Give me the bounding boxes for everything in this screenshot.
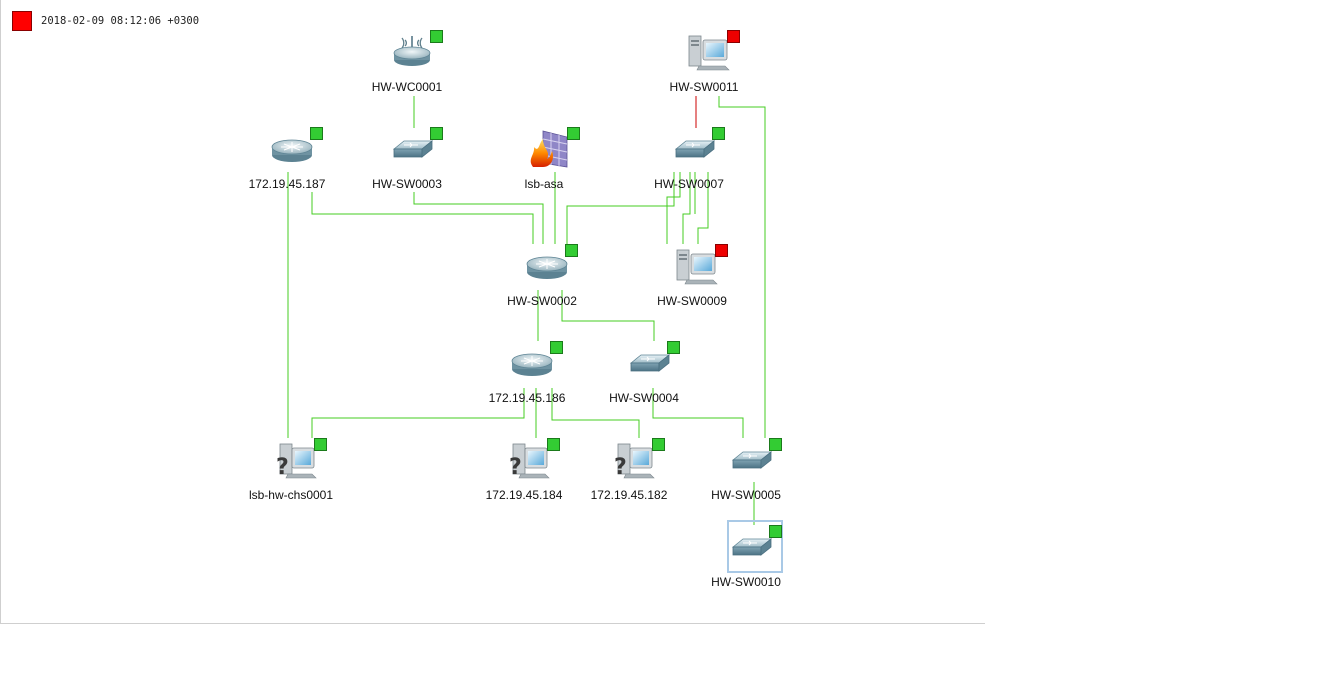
status-indicator	[430, 30, 443, 43]
topology-canvas[interactable]	[0, 0, 985, 624]
node-hw-sw0009[interactable]: HW-SW0009	[653, 244, 733, 316]
node-hw-sw0003[interactable]: HW-SW0003	[368, 127, 448, 199]
workstation-icon	[673, 244, 721, 288]
status-indicator	[430, 127, 443, 140]
router-icon	[523, 244, 571, 288]
node-label: lsb-hw-chs0001	[248, 488, 334, 502]
node-label: lsb-asa	[524, 177, 564, 191]
node-label: HW-SW0007	[654, 177, 724, 191]
link-ip-186-to-lsb-hw-chs0001[interactable]	[311, 388, 525, 438]
link-hw-sw0007-to-hw-sw0009[interactable]	[666, 172, 681, 244]
node-ip-184[interactable]: ? 172.19.45.184	[485, 438, 565, 510]
status-indicator	[565, 244, 578, 257]
node-label: HW-SW0003	[372, 177, 442, 191]
unknown-host-icon: ?	[610, 438, 658, 482]
status-indicator	[550, 341, 563, 354]
switch-icon	[388, 127, 436, 171]
node-lsb-hw-chs0001[interactable]: ? lsb-hw-chs0001	[249, 438, 333, 510]
status-indicator	[567, 127, 580, 140]
status-indicator	[310, 127, 323, 140]
selection-highlight	[727, 520, 783, 573]
node-label: HW-SW0009	[657, 294, 727, 308]
status-indicator	[314, 438, 327, 451]
node-ip-187[interactable]: 172.19.45.187	[248, 127, 328, 199]
unknown-host-icon: ?	[272, 438, 320, 482]
legend-status-swatch	[12, 11, 32, 31]
node-label: HW-SW0010	[711, 575, 781, 589]
link-ip-186-to-ip-182[interactable]	[551, 388, 640, 438]
node-lsb-asa[interactable]: lsb-asa	[505, 127, 585, 199]
node-label: HW-SW0002	[507, 294, 577, 308]
node-hw-sw0004[interactable]: HW-SW0004	[605, 341, 685, 413]
status-indicator	[715, 244, 728, 257]
status-indicator	[547, 438, 560, 451]
status-indicator	[652, 438, 665, 451]
node-hw-sw0002[interactable]: HW-SW0002	[503, 244, 583, 316]
link-ip-187-to-hw-sw0002[interactable]	[311, 192, 534, 244]
node-label: 172.19.45.182	[590, 488, 668, 502]
node-hw-sw0010[interactable]: HW-SW0010	[707, 525, 787, 597]
svg-text:?: ?	[276, 455, 289, 480]
switch-icon	[727, 438, 775, 482]
router-icon	[268, 127, 316, 171]
node-ip-182[interactable]: ? 172.19.45.182	[590, 438, 670, 510]
unknown-host-icon: ?	[505, 438, 553, 482]
workstation-icon	[685, 30, 733, 74]
switch-icon	[625, 341, 673, 385]
node-label: HW-SW0005	[711, 488, 781, 502]
status-indicator	[769, 525, 782, 538]
router-icon	[508, 341, 556, 385]
svg-text:?: ?	[509, 455, 522, 480]
node-ip-186[interactable]: 172.19.45.186	[488, 341, 568, 413]
node-label: HW-WC0001	[371, 80, 443, 94]
link-hw-sw0004-to-hw-sw0005[interactable]	[652, 388, 744, 438]
node-label: HW-SW0004	[609, 391, 679, 405]
link-hw-sw0007-uplink-2[interactable]	[682, 172, 691, 244]
link-hw-sw0007-uplink-3[interactable]	[697, 172, 709, 244]
node-hw-wc0001[interactable]: HW-WC0001	[368, 30, 448, 102]
node-label: 172.19.45.186	[488, 391, 566, 405]
svg-text:?: ?	[614, 455, 627, 480]
node-label: HW-SW0011	[669, 80, 739, 94]
link-hw-sw0011-to-hw-sw0005[interactable]	[718, 96, 766, 438]
link-hw-sw0003-to-hw-sw0002[interactable]	[413, 192, 544, 244]
firewall-icon	[525, 127, 573, 171]
node-hw-sw0011[interactable]: HW-SW0011	[665, 30, 745, 102]
status-indicator	[769, 438, 782, 451]
node-label: 172.19.45.187	[248, 177, 326, 191]
link-hw-sw0002-to-hw-sw0004[interactable]	[561, 290, 655, 341]
node-label: 172.19.45.184	[485, 488, 563, 502]
status-indicator	[667, 341, 680, 354]
node-hw-sw0007[interactable]: HW-SW0007	[650, 127, 730, 199]
link-hw-sw0007-to-hw-sw0002[interactable]	[566, 172, 675, 244]
status-indicator	[727, 30, 740, 43]
timestamp-label: 2018-02-09 08:12:06 +0300	[41, 15, 200, 27]
switch-icon	[727, 525, 775, 569]
wireless-router-icon	[388, 30, 436, 74]
node-hw-sw0005[interactable]: HW-SW0005	[707, 438, 787, 510]
switch-icon	[670, 127, 718, 171]
status-indicator	[712, 127, 725, 140]
